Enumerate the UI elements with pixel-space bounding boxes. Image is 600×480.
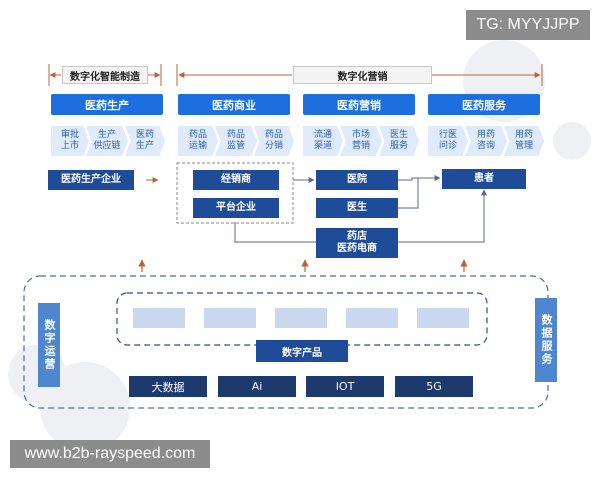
- node-distributor: 经销商: [193, 170, 279, 190]
- product-item: [133, 308, 185, 328]
- tech-ai: Ai: [218, 376, 296, 397]
- category-pharma-service: 医药服务: [428, 94, 540, 115]
- header-digital-marketing: 数字化营销: [293, 66, 432, 84]
- product-item: [204, 308, 256, 328]
- watermark-url: www.b2b-rayspeed.com: [10, 440, 210, 468]
- node-platform-enterprise: 平台企业: [193, 198, 279, 218]
- watermark-tg: TG: MYYJJPP: [466, 10, 590, 40]
- step-pharma-production: 医药 生产: [125, 126, 165, 156]
- node-hospital: 医院: [316, 170, 398, 190]
- side-digital-operations: 数字运营: [38, 303, 60, 387]
- node-pharmacy-ecommerce: 药店 医药电商: [316, 228, 398, 258]
- product-item: [346, 308, 398, 328]
- product-item: [417, 308, 469, 328]
- side-data-services: 数据服务: [535, 298, 557, 382]
- step-production-supply-chain: 生产 供应链: [86, 126, 128, 156]
- step-drug-distribution: 药品 分销: [254, 126, 294, 156]
- step-medication-consult: 用药 咨询: [465, 126, 507, 156]
- node-doctor: 医生: [316, 198, 398, 218]
- node-pharma-enterprise: 医药生产企业: [48, 170, 134, 190]
- step-drug-transport: 药品 运输: [178, 126, 218, 156]
- category-pharma-marketing: 医药营销: [303, 94, 415, 115]
- product-item: [275, 308, 327, 328]
- header-smart-manufacturing: 数字化智能制造: [62, 66, 148, 84]
- decorative-circle: [553, 122, 591, 160]
- category-pharma-commerce: 医药商业: [178, 94, 290, 115]
- step-circulation-channel: 流通 渠道: [303, 126, 343, 156]
- step-market-marketing: 市场 营销: [340, 126, 382, 156]
- step-doctor-service: 医生 服务: [379, 126, 419, 156]
- category-pharma-production: 医药生产: [51, 94, 163, 115]
- tech-5g: 5G: [395, 376, 473, 397]
- step-consultation: 行医 问诊: [428, 126, 468, 156]
- node-patient: 患者: [442, 169, 526, 189]
- step-medication-management: 用药 管理: [504, 126, 544, 156]
- tech-big-data: 大数据: [129, 376, 207, 397]
- step-drug-supervision: 药品 监管: [215, 126, 257, 156]
- step-approval-listing: 审批 上市: [51, 126, 89, 156]
- digital-product-label: 数字产品: [256, 340, 348, 362]
- tech-iot: IOT: [306, 376, 384, 397]
